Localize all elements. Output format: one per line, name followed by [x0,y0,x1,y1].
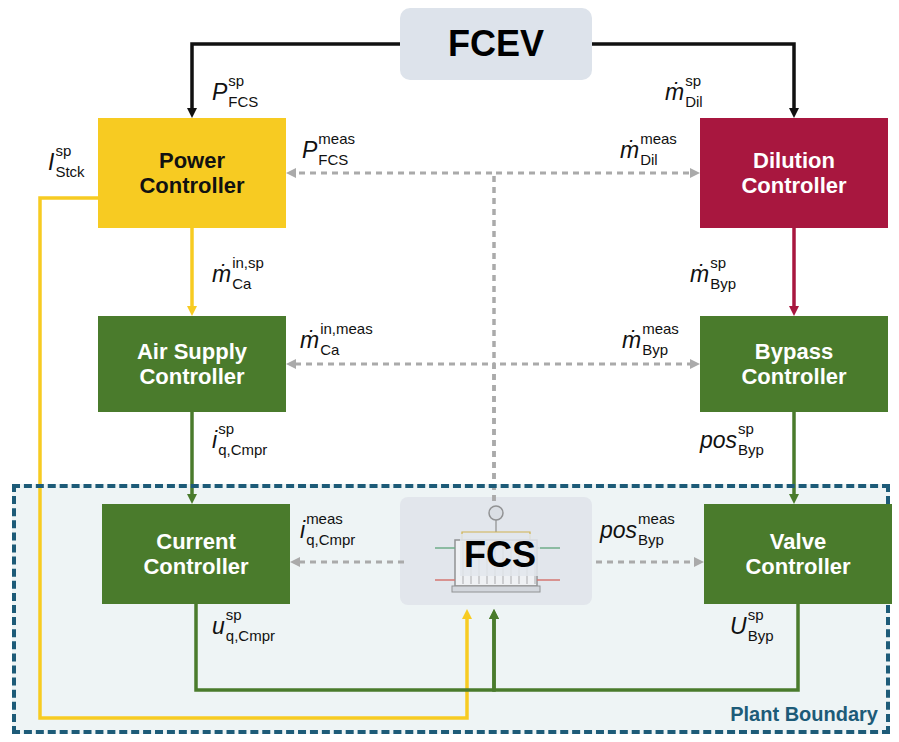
signal-superscript: sp [748,607,764,622]
signal-subscript: Ca [232,276,251,291]
measurement-arrow [494,173,692,501]
measurement-arrow [596,561,696,564]
region-label: Plant Boundary [730,703,878,726]
signal-symbol: I [48,151,54,174]
signal-arrow [494,604,798,690]
signal-symbol: P [212,81,227,104]
signal-superscript: sp [55,143,71,158]
signal-arrow [40,198,467,718]
signal-superscript: in,meas [320,321,373,336]
signal-symbol: ṁ [300,329,319,352]
node-label: Current Controller [121,529,271,580]
signal-symbol: i [300,519,305,542]
fcs-box: FCS [404,501,596,609]
controller-box: Dilution Controller [700,118,888,228]
node-label: Air Supply Controller [117,339,267,390]
signal-superscript: meas [642,321,679,336]
signal-subscript: Byp [738,442,764,457]
controller-box: Power Controller [98,118,286,228]
signal-subscript: Byp [638,532,664,547]
signal-superscript: sp [738,421,754,436]
signal-symbol: ṁ [620,139,639,162]
signal-arrow [792,228,796,308]
signal-subscript: FCS [228,94,258,109]
signal-subscript: q,Cmpr [226,628,275,643]
signal-symbol: i [212,429,217,452]
node-label: Valve Controller [723,529,873,580]
signal-superscript: meas [318,131,355,146]
signal-arrow [192,44,400,110]
controller-box: Current Controller [102,504,290,604]
signal-symbol: u [212,615,225,638]
controller-box: Bypass Controller [700,316,888,412]
node-label: Power Controller [117,148,267,199]
signal-arrow [196,604,494,690]
controller-box: Valve Controller [704,504,892,604]
signal-superscript: sp [218,421,234,436]
signal-arrow [190,228,194,308]
signal-subscript: Dil [640,152,658,167]
system-box: FCEV [400,8,592,80]
measurement-arrow [294,364,494,501]
signal-symbol: P [302,139,317,162]
signal-symbol: ṁ [212,263,231,286]
node-label: Bypass Controller [719,339,869,390]
signal-arrow [592,44,794,110]
signal-subscript: Byp [642,342,668,357]
signal-subscript: Dil [685,94,703,109]
signal-symbol: ṁ [690,263,709,286]
signal-subscript: Byp [748,628,774,643]
signal-superscript: meas [306,511,343,526]
signal-subscript: q,Cmpr [218,442,267,457]
signal-subscript: q,Cmpr [306,532,355,547]
signal-superscript: meas [640,131,677,146]
signal-symbol: pos [700,429,737,452]
signal-symbol: ṁ [622,329,641,352]
node-label: Dilution Controller [719,148,869,199]
signal-symbol: ṁ [665,81,684,104]
signal-subscript: FCS [318,152,348,167]
node-label: FCS [460,534,540,575]
signal-subscript: Stck [55,164,84,179]
signal-superscript: sp [228,73,244,88]
signal-superscript: sp [226,607,242,622]
signal-superscript: in,sp [232,255,264,270]
signal-symbol: pos [600,519,637,542]
signal-superscript: sp [710,255,726,270]
signal-superscript: sp [685,73,701,88]
signal-subscript: Ca [320,342,339,357]
fcs-illustration [400,497,592,605]
measurement-arrow [494,364,692,501]
controller-box: Air Supply Controller [98,316,286,412]
node-label: FCEV [448,23,544,64]
signal-superscript: meas [638,511,675,526]
measurement-arrow [294,173,494,501]
measurement-arrow [298,561,404,564]
signal-symbol: U [730,615,747,638]
signal-subscript: Byp [710,276,736,291]
